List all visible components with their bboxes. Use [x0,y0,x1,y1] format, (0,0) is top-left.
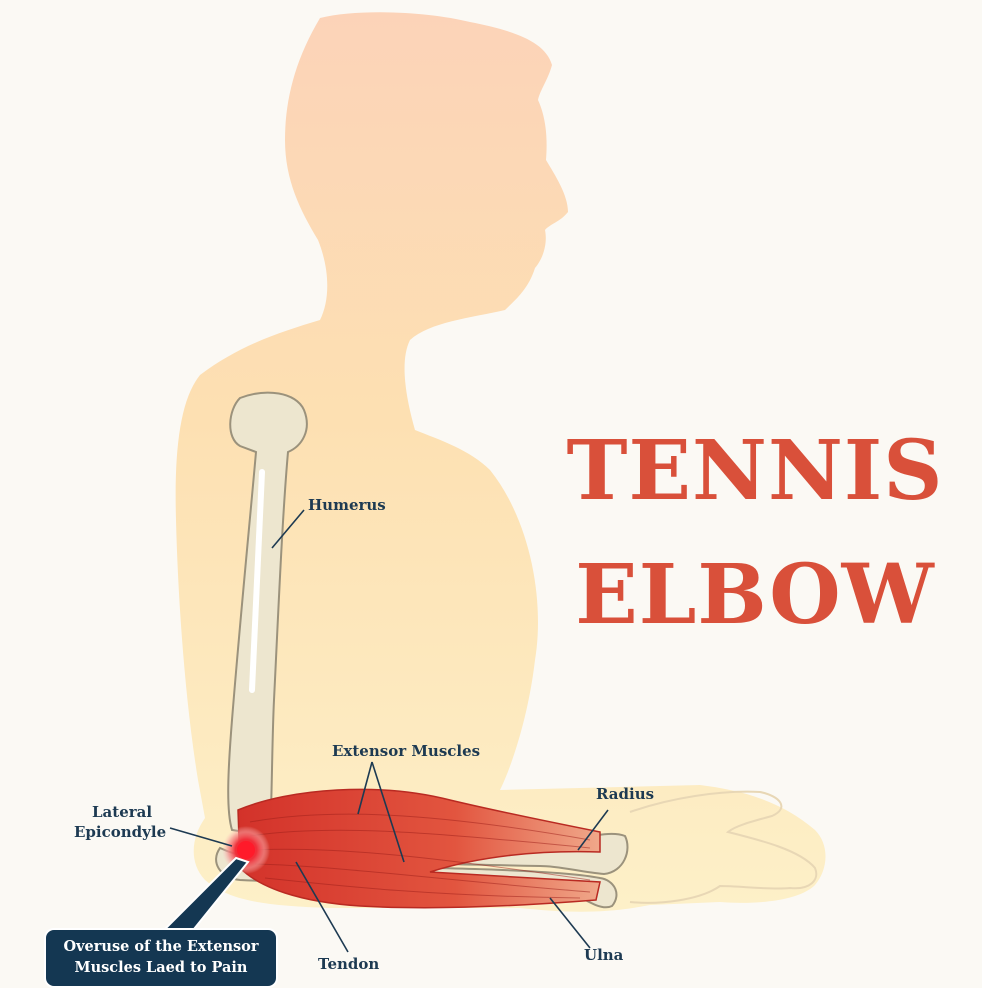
extensor-leader-1 [357,761,373,815]
label-humerus: Humerus [308,496,386,514]
extensor-muscles [237,788,601,909]
label-extensor-muscles: Extensor Muscles [332,742,481,760]
label-radius: Radius [596,785,655,803]
label-ulna: Ulna [584,946,624,964]
callout-line-1: Overuse of the Extensor [63,938,259,955]
leader-lines [169,509,609,953]
radius-leader [577,809,609,851]
humerus-leader [271,509,305,549]
ulna-leader [549,897,591,949]
extensor-leader-2 [371,761,405,863]
hand-outline [629,790,818,904]
pain-callout-box: Overuse of the Extensor Muscles Laed to … [44,928,278,988]
label-lateral-epicondyle-line1: Lateral [92,803,153,821]
tendon-leader [295,861,349,953]
label-lateral-epicondyle-line2: Epicondyle [74,823,167,841]
title-line-1: TENNIS [566,423,944,519]
body-silhouette [175,12,826,912]
epicondyle-leader [169,827,233,847]
label-tendon: Tendon [318,955,380,973]
callout-line-2: Muscles Laed to Pain [74,959,248,976]
pain-core [237,841,255,859]
title-line-2: ELBOW [575,547,935,643]
